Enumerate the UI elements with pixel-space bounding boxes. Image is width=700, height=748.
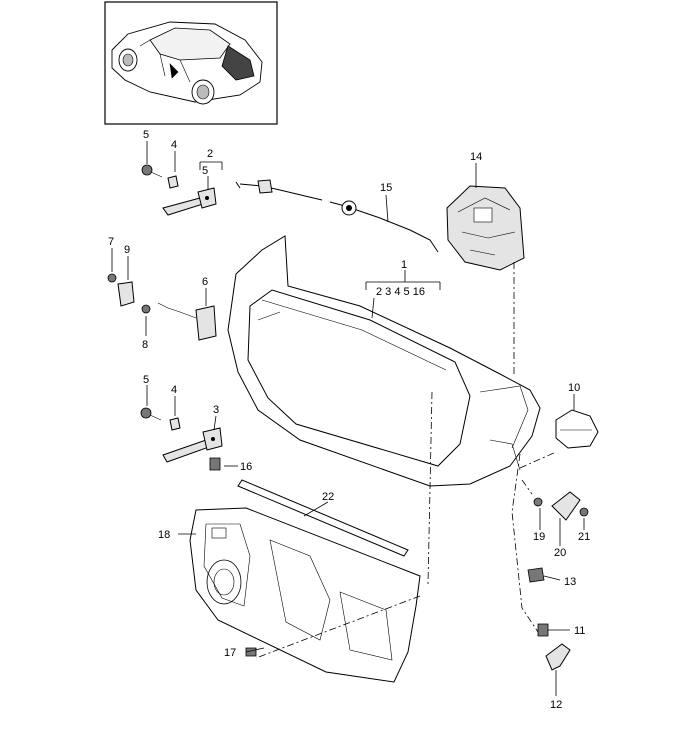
- screw-11: [537, 623, 549, 637]
- callout-labels: 5 4 2 5 7 9 6 8 5 4 3 16 1 2 3 4 5 16 14…: [108, 129, 590, 711]
- door-shell: [227, 235, 541, 487]
- callout-5: 5: [143, 129, 149, 141]
- bolt-16: [209, 457, 221, 471]
- door-check-strap-lower: [162, 427, 223, 463]
- striker-12: [545, 643, 571, 671]
- callout-6: 6: [202, 276, 208, 288]
- callout-7: 7: [108, 236, 114, 248]
- callout-9: 9: [124, 244, 130, 256]
- door-lock-cable: [235, 179, 439, 253]
- callout-4-lower: 4: [171, 384, 177, 396]
- callout-11: 11: [574, 625, 585, 637]
- door-check-strap-upper: [162, 187, 217, 216]
- alignment-lines: [255, 262, 557, 659]
- callout-4: 4: [171, 139, 177, 151]
- bolt-13: [527, 567, 545, 583]
- callout-17: 17: [224, 647, 236, 659]
- callout-18: 18: [158, 529, 170, 541]
- leader-lines: [111, 141, 585, 696]
- vehicle-thumbnail: [104, 1, 278, 125]
- callout-14: 14: [470, 151, 482, 163]
- callout-13: 13: [564, 576, 576, 588]
- door-lock: [446, 185, 525, 271]
- callout-8: 8: [142, 339, 148, 351]
- callout-3: 3: [213, 404, 219, 416]
- callout-5-lower: 5: [143, 374, 149, 386]
- bolt-and-nut-lower: [140, 407, 181, 431]
- door-trim-panel: [189, 507, 421, 683]
- callout-5-sub: 5: [202, 165, 208, 177]
- sealing-strip: [237, 479, 409, 557]
- callout-2: 2: [207, 148, 213, 160]
- callout-16: 16: [240, 461, 252, 473]
- car-illustration: [111, 21, 263, 105]
- callout-20: 20: [554, 547, 566, 559]
- callout-12: 12: [550, 699, 562, 711]
- lock-connector-assembly: [107, 273, 217, 341]
- callout-1: 1: [401, 259, 407, 271]
- cover-cap: [555, 409, 599, 449]
- callout-1-subparts: 2 3 4 5 16: [376, 286, 425, 298]
- callout-15: 15: [380, 182, 392, 194]
- callout-22: 22: [322, 491, 334, 503]
- striker-plate-group: [533, 491, 589, 521]
- bolt-and-nut-upper: [141, 164, 179, 189]
- callout-21: 21: [578, 531, 590, 543]
- callout-19: 19: [533, 531, 545, 543]
- callout-10: 10: [568, 382, 580, 394]
